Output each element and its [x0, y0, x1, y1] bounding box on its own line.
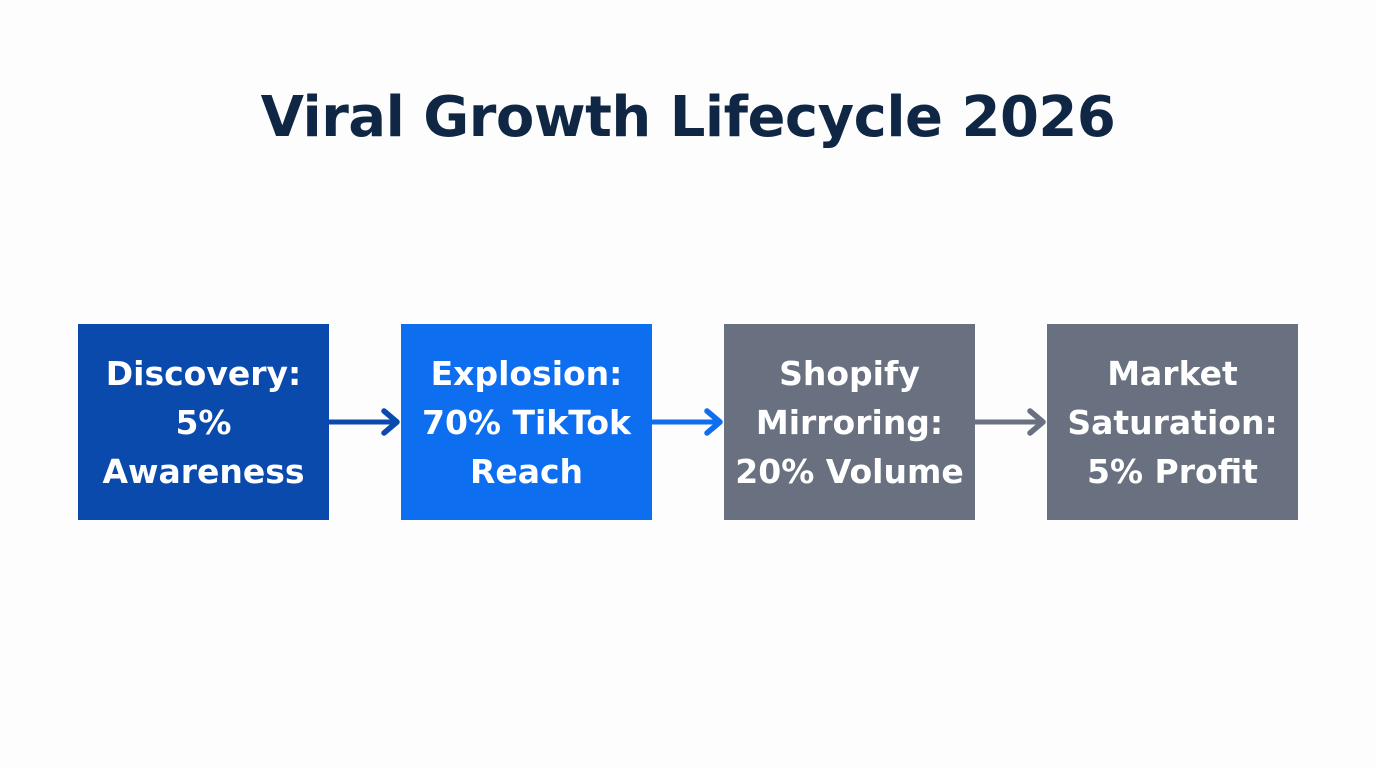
stage-explosion-label: Explosion: 70% TikTok Reach [422, 353, 631, 491]
stage-market-saturation-label: Market Saturation: 5% Profit [1067, 353, 1278, 491]
stage-discovery-label: Discovery: 5% Awareness [102, 353, 305, 491]
stage-market-saturation: Market Saturation: 5% Profit [1047, 324, 1298, 520]
arrow-right-icon [328, 408, 400, 436]
stage-discovery: Discovery: 5% Awareness [78, 324, 329, 520]
stage-shopify-mirroring: Shopify Mirroring: 20% Volume [724, 324, 975, 520]
arrow-right-icon [651, 408, 723, 436]
arrow-right-icon [974, 408, 1046, 436]
stage-explosion: Explosion: 70% TikTok Reach [401, 324, 652, 520]
diagram-title: Viral Growth Lifecycle 2026 [260, 85, 1116, 150]
stage-shopify-mirroring-label: Shopify Mirroring: 20% Volume [735, 353, 964, 491]
